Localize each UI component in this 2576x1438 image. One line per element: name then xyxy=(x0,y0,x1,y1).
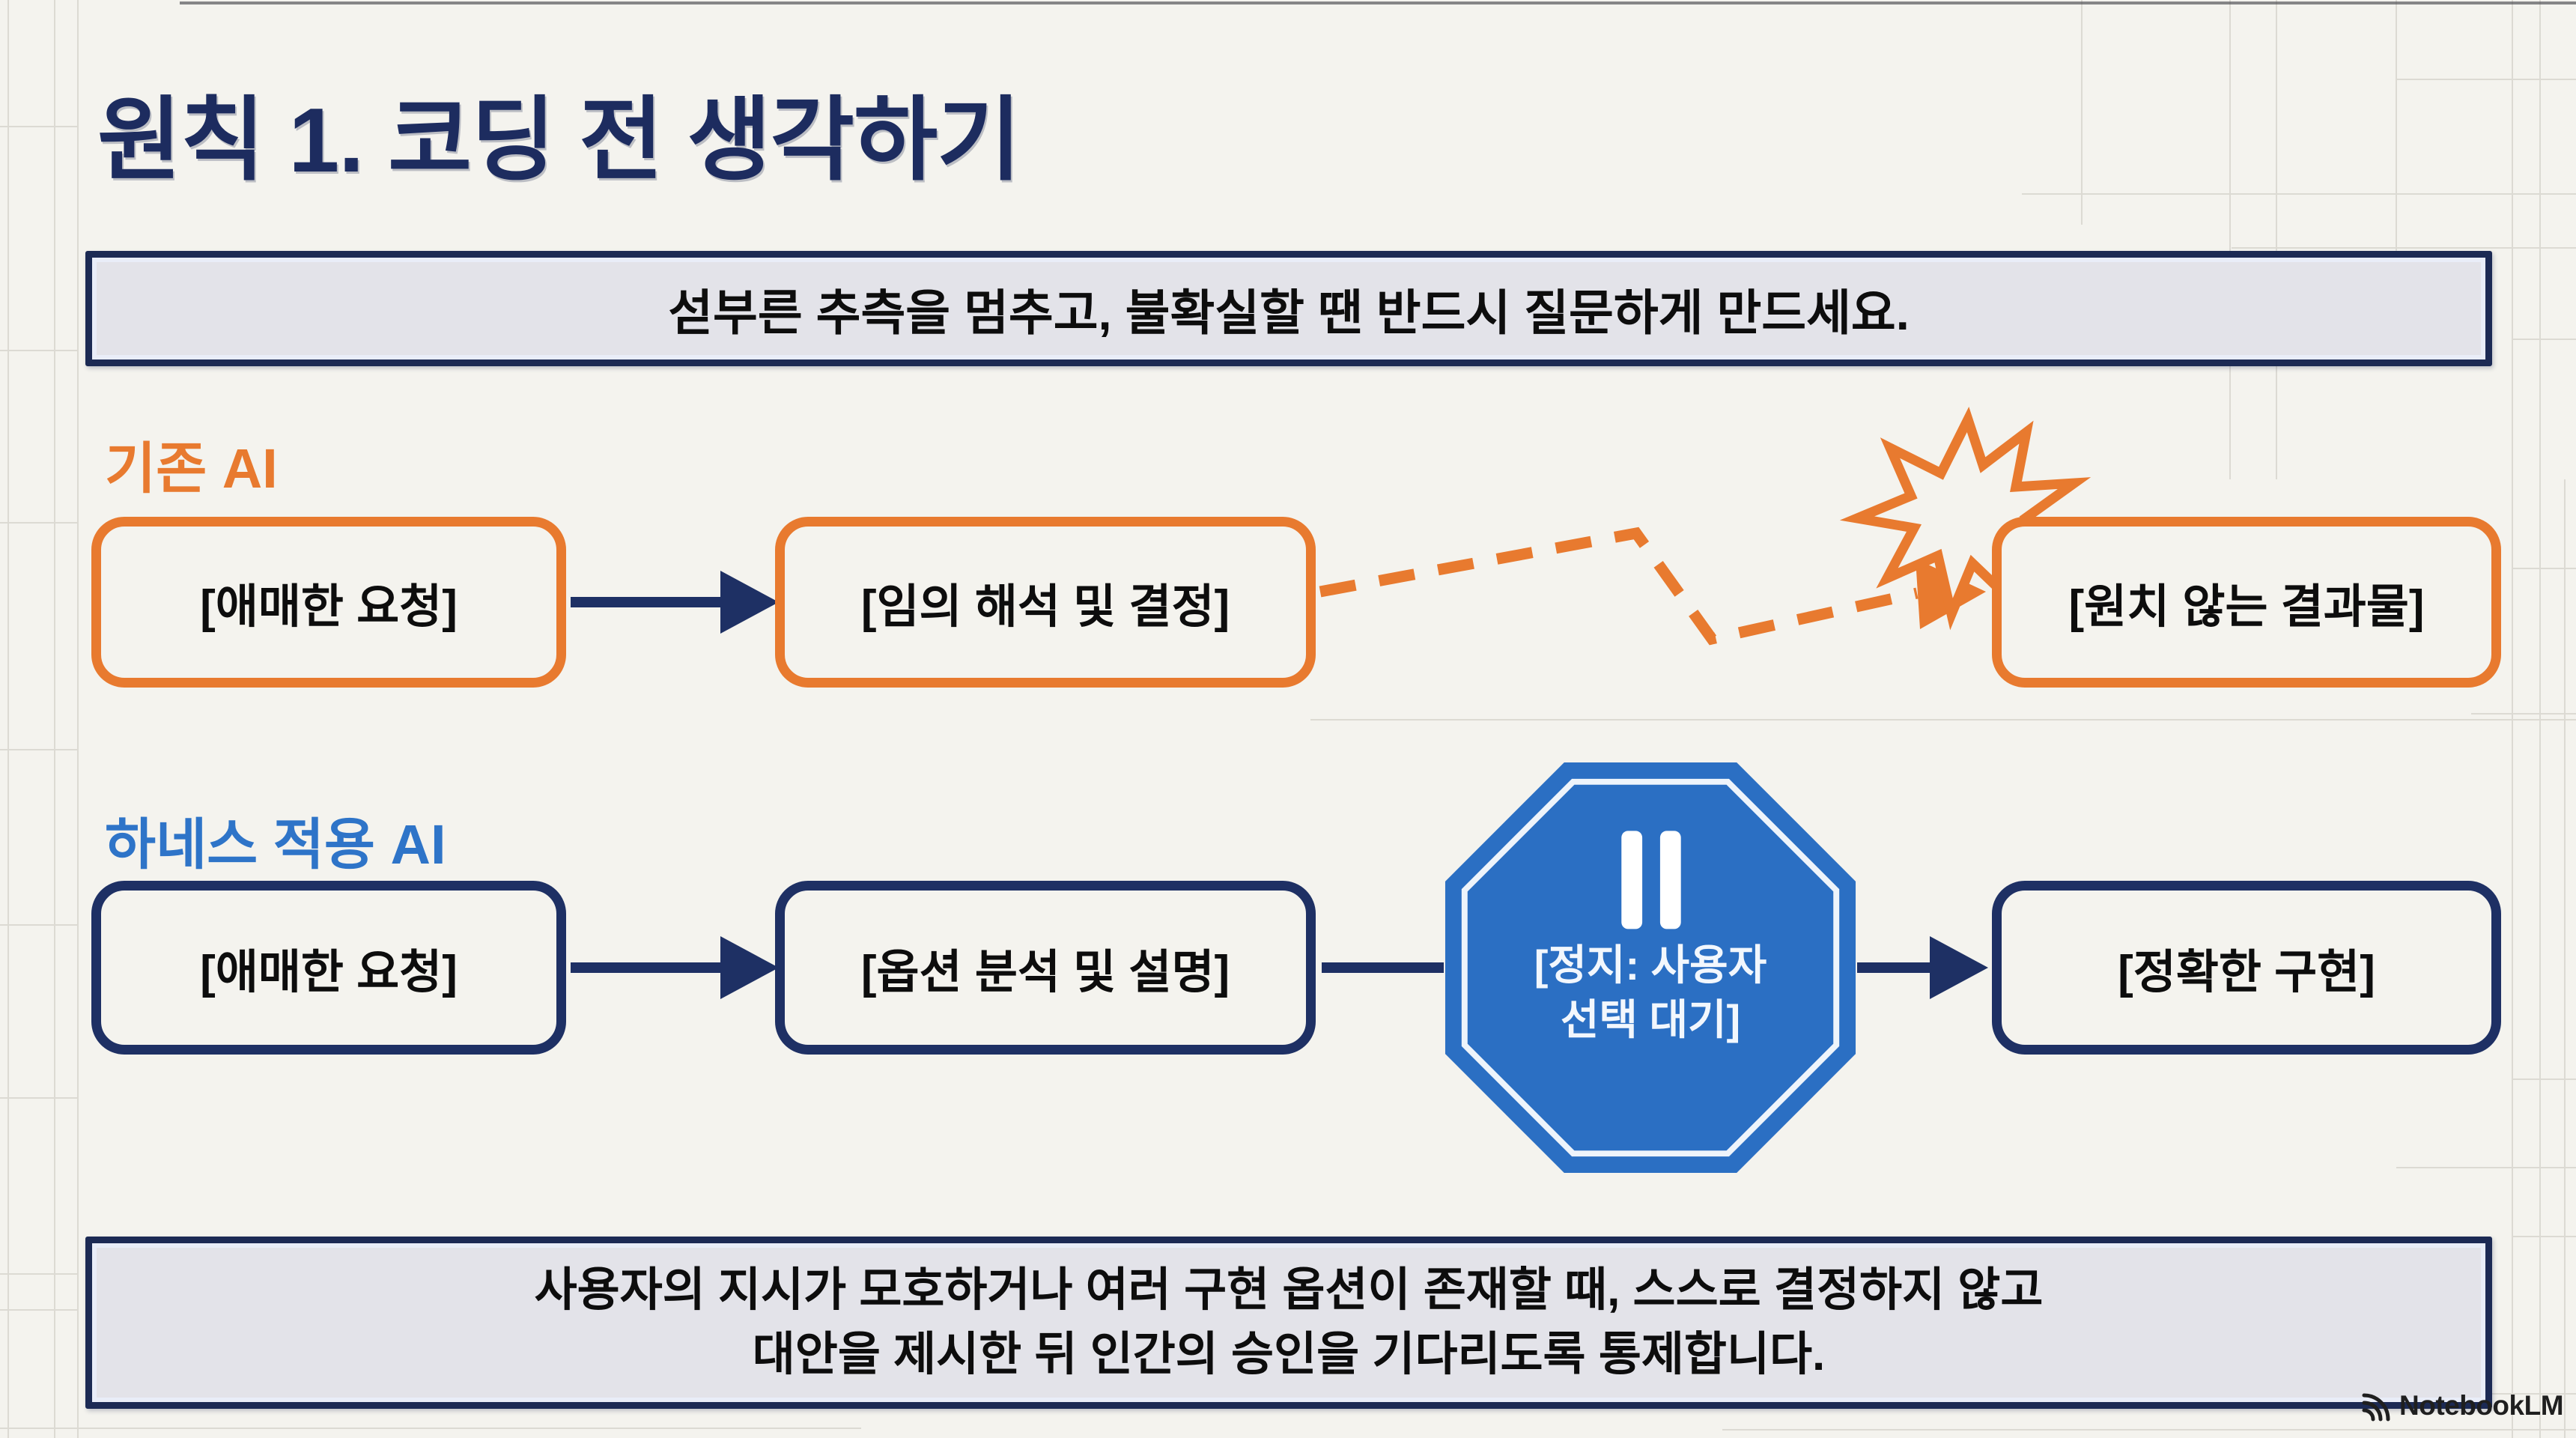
grid-line xyxy=(2512,339,2576,340)
bottom-banner: 사용자의 지시가 모호하거나 여러 구현 옵션이 존재할 때, 스스로 결정하지… xyxy=(85,1237,2492,1409)
bottom-banner-line2: 대안을 제시한 뒤 인간의 승인을 기다리도록 통제합니다. xyxy=(752,1329,1826,1380)
top-banner: 섣부른 추측을 멈추고, 불확실할 땐 반드시 질문하게 만드세요. xyxy=(85,251,2492,366)
grid-line xyxy=(2232,247,2576,249)
notebooklm-watermark: NotebookLM xyxy=(2359,1390,2564,1422)
pause-icon xyxy=(1621,831,1681,929)
grid-line xyxy=(2396,79,2576,80)
grid-line xyxy=(7,0,9,1438)
arrow-legacy-1 xyxy=(571,571,779,634)
stop-sign-line1: [정지: 사용자 xyxy=(1534,941,1767,989)
stop-sign-line2: 선택 대기] xyxy=(1560,996,1741,1043)
legacy-ai-label: 기존 AI xyxy=(105,437,278,500)
grid-line xyxy=(0,1097,79,1099)
grid-line xyxy=(2512,568,2576,569)
stop-sign: [정지: 사용자 선택 대기] xyxy=(1442,759,1859,1176)
node-label: [애매한 요청] xyxy=(200,947,458,998)
notebooklm-brand-text: NotebookLM xyxy=(2399,1390,2564,1421)
grid-line xyxy=(2396,1167,2576,1168)
stop-sign-text: [정지: 사용자 선택 대기] xyxy=(1442,938,1859,1047)
grid-line xyxy=(0,1428,861,1429)
node-label: [정확한 구현] xyxy=(2118,947,2375,998)
grid-line xyxy=(0,1273,79,1275)
grid-line xyxy=(2471,713,2576,715)
grid-line xyxy=(77,0,79,1438)
grid-line xyxy=(2229,0,2231,479)
node-harness-option-analysis: [옵션 분석 및 설명] xyxy=(775,881,1316,1055)
grid-line xyxy=(2081,0,2083,225)
node-harness-exact-implementation: [정확한 구현] xyxy=(1992,881,2501,1055)
grid-line xyxy=(0,126,79,127)
grid-line xyxy=(2564,479,2566,1438)
grid-line xyxy=(0,749,79,750)
node-label: [임의 해석 및 결정] xyxy=(860,581,1230,633)
harness-ai-label: 하네스 적용 AI xyxy=(105,813,446,876)
node-label: [옵션 분석 및 설명] xyxy=(860,947,1230,998)
arrow-harness-3 xyxy=(1857,936,1988,999)
grid-line xyxy=(0,924,79,926)
node-legacy-unwanted-result: [원치 않는 결과물] xyxy=(1992,517,2501,688)
grid-line xyxy=(0,522,79,524)
node-label: [애매한 요청] xyxy=(200,581,458,633)
grid-line xyxy=(2512,1078,2576,1080)
grid-line xyxy=(2512,1236,2576,1237)
grid-line xyxy=(2276,0,2277,479)
stop-octagon-shape xyxy=(1445,762,1856,1174)
node-label: [원치 않는 결과물] xyxy=(2068,581,2425,633)
grid-line xyxy=(2396,0,2397,255)
grid-line xyxy=(0,1309,79,1311)
top-edge-line xyxy=(180,1,2576,4)
dashed-arrow-chaotic xyxy=(1319,527,1986,646)
grid-line xyxy=(54,0,55,1438)
notebooklm-logo-icon xyxy=(2362,1393,2390,1422)
grid-line xyxy=(1722,1429,2576,1431)
node-legacy-arbitrary-decision: [임의 해석 및 결정] xyxy=(775,517,1316,688)
grid-line xyxy=(2022,193,2576,195)
grid-line xyxy=(0,350,79,351)
bottom-banner-line1: 사용자의 지시가 모호하거나 여러 구현 옵션이 존재할 때, 스스로 결정하지… xyxy=(534,1264,2044,1316)
burst-icon xyxy=(1839,406,2092,631)
arrow-harness-1 xyxy=(571,936,779,999)
top-banner-text: 섣부른 추측을 멈추고, 불확실할 땐 반드시 질문하게 만드세요. xyxy=(668,285,1910,340)
node-harness-ambiguous-request: [애매한 요청] xyxy=(91,881,566,1055)
page-title: 원칙 1. 코딩 전 생각하기 xyxy=(97,89,1021,191)
grid-line xyxy=(1310,719,2576,720)
node-legacy-ambiguous-request: [애매한 요청] xyxy=(91,517,566,688)
